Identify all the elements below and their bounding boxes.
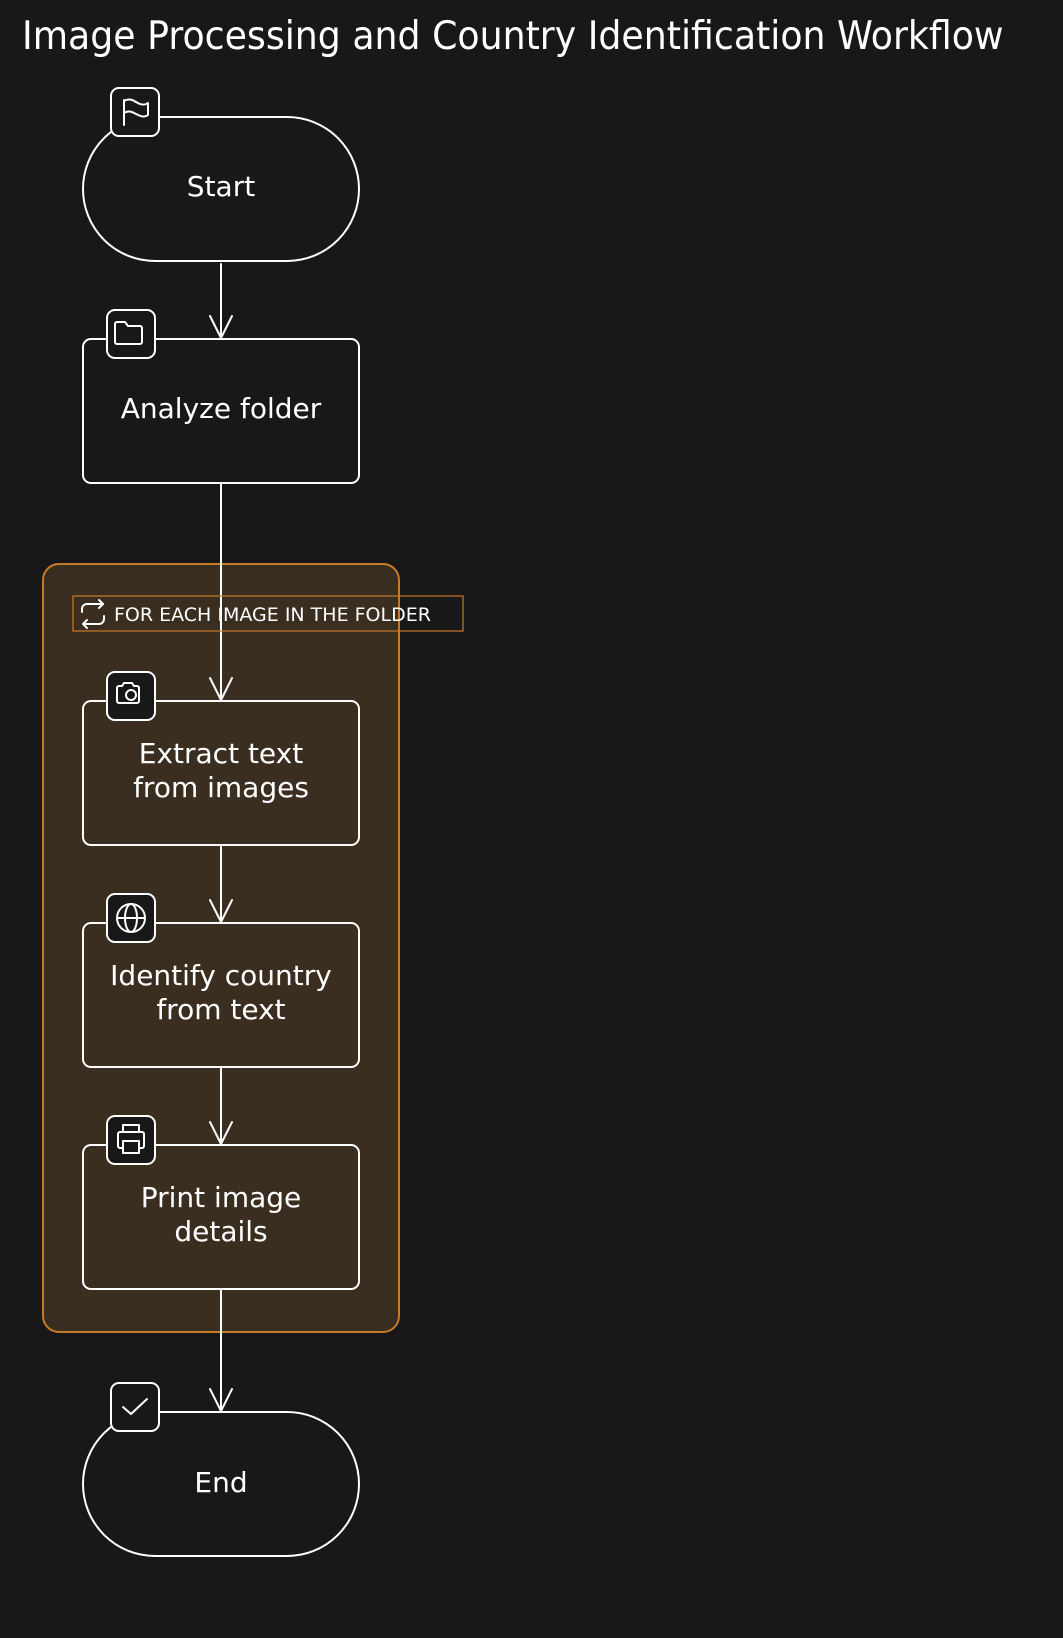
node-extract-text-line-2: from images xyxy=(133,771,309,804)
node-analyze-folder-shape xyxy=(82,338,360,484)
node-end[interactable]: End xyxy=(82,1382,360,1557)
node-identify-country-shape xyxy=(82,922,360,1068)
node-start-shape xyxy=(82,116,360,262)
node-end-line-1: End xyxy=(194,1466,247,1499)
node-identify-country-line-1: Identify country xyxy=(110,959,332,992)
node-start-line-1: Start xyxy=(187,170,255,203)
node-identify-country-line-2: from text xyxy=(156,993,285,1026)
node-identify-country[interactable]: Identify country from text xyxy=(82,893,360,1068)
camera-icon xyxy=(106,671,156,721)
folder-icon xyxy=(106,309,156,359)
node-print-details-line-1: Print image xyxy=(141,1181,302,1214)
node-print-details-line-2: details xyxy=(174,1215,267,1248)
node-print-details[interactable]: Print image details xyxy=(82,1115,360,1290)
node-extract-text-shape xyxy=(82,700,360,846)
node-start[interactable]: Start xyxy=(82,87,360,262)
check-icon xyxy=(110,1382,160,1432)
node-print-details-shape xyxy=(82,1144,360,1290)
loop-label-text: FOR EACH IMAGE IN THE FOLDER xyxy=(114,604,431,626)
flag-icon xyxy=(110,87,160,137)
loop-label: FOR EACH IMAGE IN THE FOLDER xyxy=(72,595,464,632)
loop-label-box xyxy=(72,595,464,632)
repeat-icon xyxy=(81,599,105,629)
node-analyze-folder[interactable]: Analyze folder xyxy=(82,309,360,484)
globe-icon xyxy=(106,893,156,943)
node-analyze-folder-line-1: Analyze folder xyxy=(121,392,322,425)
node-extract-text[interactable]: Extract text from images xyxy=(82,671,360,846)
node-end-shape xyxy=(82,1411,360,1557)
diagram-title: Image Processing and Country Identificat… xyxy=(22,14,1004,59)
printer-icon xyxy=(106,1115,156,1165)
node-extract-text-line-1: Extract text xyxy=(139,737,303,770)
